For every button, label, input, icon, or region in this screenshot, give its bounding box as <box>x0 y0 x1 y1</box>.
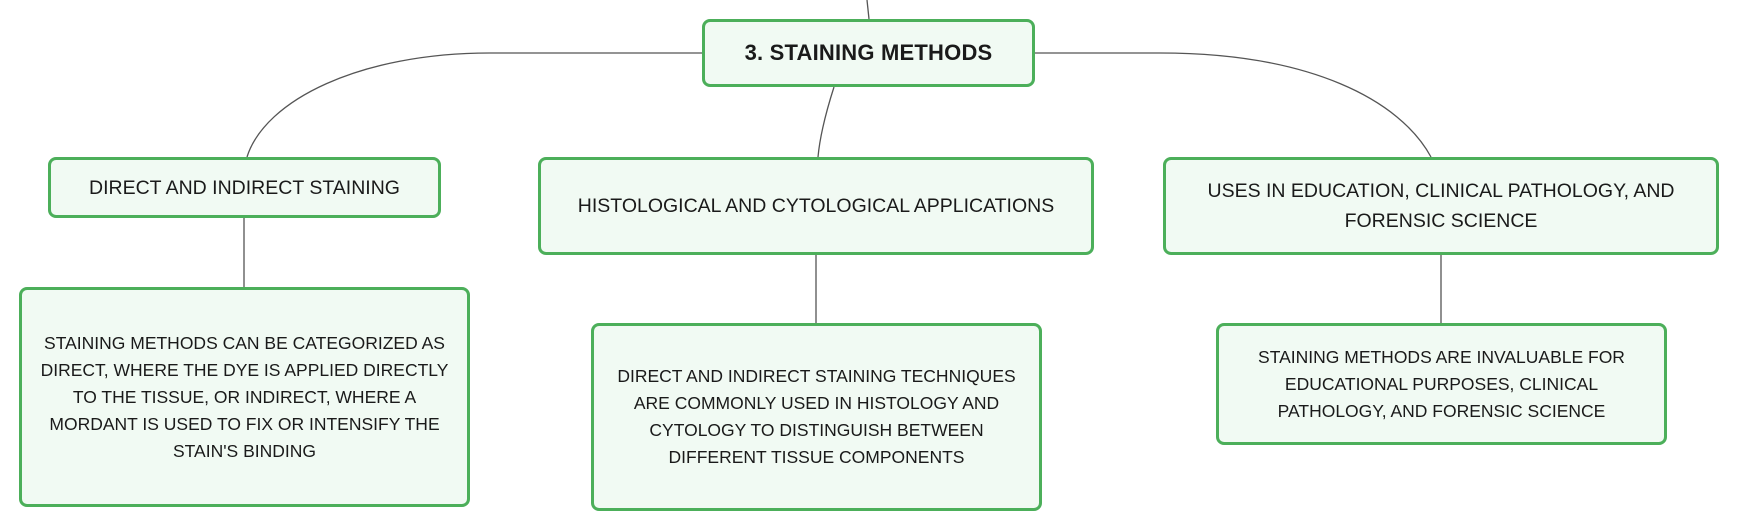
connector-parent-to-root <box>866 0 870 20</box>
leaf-node-histology-cytology-detail[interactable]: DIRECT AND INDIRECT STAINING TECHNIQUES … <box>591 323 1042 511</box>
leaf-node-text: STAINING METHODS ARE INVALUABLE FOR EDUC… <box>1258 346 1625 421</box>
leaf-node-text: STAINING METHODS CAN BE CATEGORIZED AS D… <box>40 332 449 461</box>
branch-node-histological-cytological[interactable]: HISTOLOGICAL AND CYTOLOGICAL APPLICATION… <box>538 157 1094 255</box>
connector-root-to-branch-3 <box>1035 52 1432 158</box>
branch-node-direct-indirect-staining[interactable]: DIRECT AND INDIRECT STAINING <box>48 157 441 218</box>
connector-root-to-branch-1 <box>246 52 702 158</box>
leaf-node-uses-detail[interactable]: STAINING METHODS ARE INVALUABLE FOR EDUC… <box>1216 323 1667 445</box>
leaf-node-text: DIRECT AND INDIRECT STAINING TECHNIQUES … <box>617 366 1016 467</box>
branch-node-label: USES IN EDUCATION, CLINICAL PATHOLOGY, A… <box>1207 180 1675 232</box>
branch-node-label: HISTOLOGICAL AND CYTOLOGICAL APPLICATION… <box>577 195 1055 217</box>
root-node[interactable]: 3. STAINING METHODS <box>702 19 1035 87</box>
branch-node-education-pathology-forensic[interactable]: USES IN EDUCATION, CLINICAL PATHOLOGY, A… <box>1163 157 1719 255</box>
leaf-node-direct-indirect-detail[interactable]: STAINING METHODS CAN BE CATEGORIZED AS D… <box>19 287 470 507</box>
root-node-label: 3. STAINING METHODS <box>744 40 993 65</box>
connector-root-to-branch-2 <box>817 86 835 158</box>
branch-node-label: DIRECT AND INDIRECT STAINING <box>89 176 400 199</box>
